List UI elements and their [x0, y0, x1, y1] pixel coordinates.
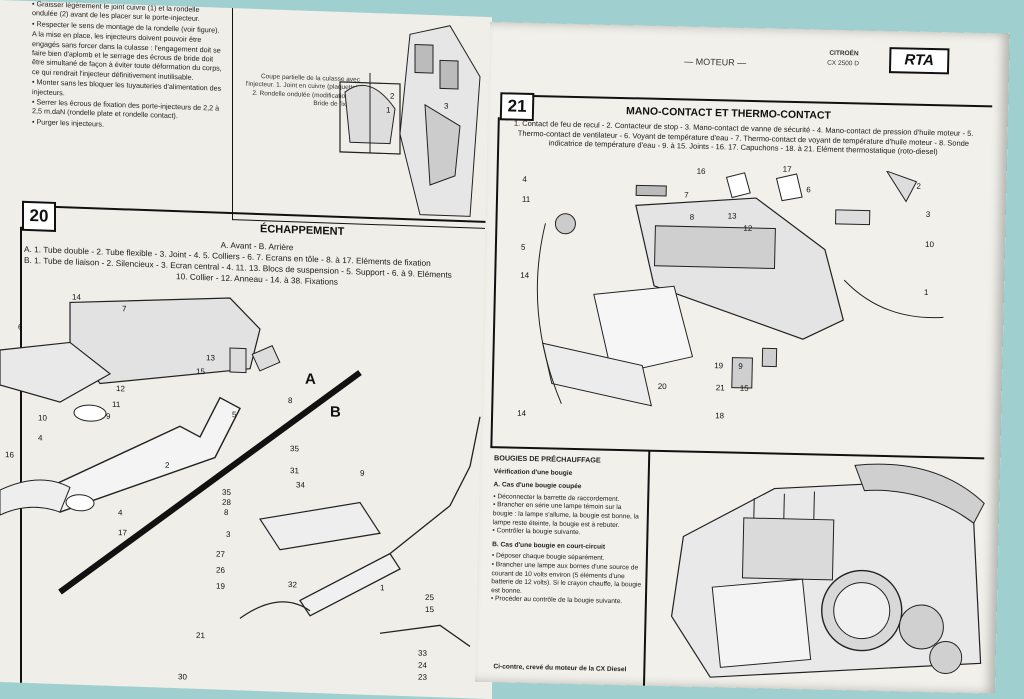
running-header: — MOTEUR —: [684, 56, 746, 67]
part-callout: 20: [658, 382, 667, 391]
case-b-heading: B. Cas d'une bougie en court-circuit: [492, 541, 642, 553]
injector-drawing: [330, 12, 490, 228]
part-callout: 32: [288, 580, 297, 589]
part-callout: 27: [216, 550, 225, 559]
part-callout: 35: [290, 444, 299, 453]
part-callout: 7: [122, 304, 126, 313]
part-callout: 34: [296, 480, 305, 489]
exhaust-front-label: A: [305, 371, 316, 388]
part-callout: 15: [740, 384, 749, 393]
glow-plug-section: BOUGIES DE PRÉCHAUFFAGE Vérification d'u…: [491, 454, 644, 607]
part-callout: 10: [38, 413, 47, 422]
part-callout: 12: [116, 384, 125, 393]
part-callout: 14: [72, 293, 81, 302]
part-callout: 30: [178, 672, 187, 681]
part-callout: 26: [216, 566, 225, 575]
part-callout: 21: [196, 631, 205, 640]
part-callout: 11: [522, 195, 531, 204]
part-callout: 18: [715, 411, 724, 420]
part-callout: 14: [517, 409, 526, 418]
part-callout: 9: [360, 469, 364, 478]
section-rule: [532, 95, 992, 107]
part-callout: 4: [38, 433, 42, 442]
glow-plug-subtitle: Vérification d'une bougie: [494, 468, 644, 480]
part-callout: 15: [425, 605, 434, 614]
right-page: — MOTEUR — CITROËN CX 2500 D RTA 21 MANO…: [475, 22, 1010, 694]
section-rule: [490, 117, 499, 447]
part-callout: 8: [690, 213, 695, 222]
section-legend: 1. Contact de feu de recul - 2. Contacte…: [503, 118, 984, 158]
part-callout: 12: [743, 224, 752, 233]
case-a-heading: A. Cas d'une bougie coupée: [493, 481, 643, 493]
part-callout: 5: [232, 410, 236, 419]
part-callout: 21: [716, 383, 725, 392]
part-callout: 11: [112, 400, 120, 409]
part-callout: 14: [520, 271, 529, 280]
engine-caption: Ci-contre, crevé du moteur de la CX Dies…: [493, 662, 643, 675]
part-callout: 9: [106, 412, 110, 421]
exhaust-rear-label: B: [330, 404, 341, 421]
part-callout: 6: [806, 185, 811, 194]
section-title: MANO-CONTACT ET THERMO-CONTACT: [626, 105, 831, 122]
header-brand: CITROËN: [829, 50, 858, 58]
part-callout: 33: [418, 649, 427, 658]
switches-drawing: [500, 162, 986, 458]
part-callout: 3: [226, 530, 230, 539]
part-callout: 19: [216, 582, 225, 591]
engine-cutaway-drawing: [650, 456, 995, 694]
part-callout: 25: [425, 593, 434, 602]
part-callout: 7: [684, 190, 689, 199]
part-callout: 8: [224, 508, 228, 517]
header-model: CX 2500 D: [827, 60, 859, 68]
part-callout: 16: [697, 167, 706, 176]
part-callout: 5: [521, 243, 526, 252]
part-callout: 1: [924, 288, 929, 297]
part-callout: 4: [522, 175, 527, 184]
case-b-step: • Brancher une lampe aux bornes d'une so…: [491, 561, 642, 599]
part-callout: 16: [5, 450, 14, 459]
rta-logo: RTA: [889, 47, 950, 74]
part-callout: 31: [290, 466, 299, 475]
section-title: ÉCHAPPEMENT: [260, 223, 344, 238]
part-callout: 9: [738, 362, 743, 371]
part-callout: 1: [380, 583, 384, 592]
injector-callout: 3: [444, 102, 448, 111]
injector-callout: 2: [390, 92, 394, 101]
case-a-step: • Brancher en série une lampe témoin sur…: [493, 502, 644, 531]
part-callout: 10: [925, 240, 934, 249]
left-page: • Graisser légèrement le joint cuivre (1…: [0, 0, 492, 699]
part-callout: 28: [222, 498, 231, 507]
intro-instructions: • Graisser légèrement le joint cuivre (1…: [32, 0, 222, 134]
glow-plug-title: BOUGIES DE PRÉCHAUFFAGE: [494, 454, 644, 466]
section-number-box: 20: [22, 201, 56, 232]
part-callout: 17: [118, 528, 127, 537]
part-callout: 23: [418, 673, 427, 682]
column-divider: [643, 451, 650, 691]
part-callout: 2: [916, 182, 921, 191]
part-callout: 24: [418, 661, 427, 670]
instruction-paragraph: A la mise en place, les injecteurs doive…: [32, 29, 222, 83]
part-callout: 13: [728, 211, 737, 220]
injector-callout: 1: [386, 105, 390, 114]
part-callout: 19: [714, 361, 723, 370]
part-callout: 4: [118, 508, 122, 517]
part-callout: 15: [196, 367, 205, 376]
part-callout: 13: [206, 353, 215, 362]
part-callout: 2: [165, 461, 169, 470]
part-callout: 6: [18, 323, 22, 332]
part-callout: 3: [926, 210, 931, 219]
part-callout: 8: [288, 396, 292, 405]
part-callout: 17: [783, 165, 792, 174]
part-callout: 35: [222, 488, 231, 497]
exhaust-drawing: [0, 280, 492, 699]
section-number-box: 21: [500, 92, 535, 121]
